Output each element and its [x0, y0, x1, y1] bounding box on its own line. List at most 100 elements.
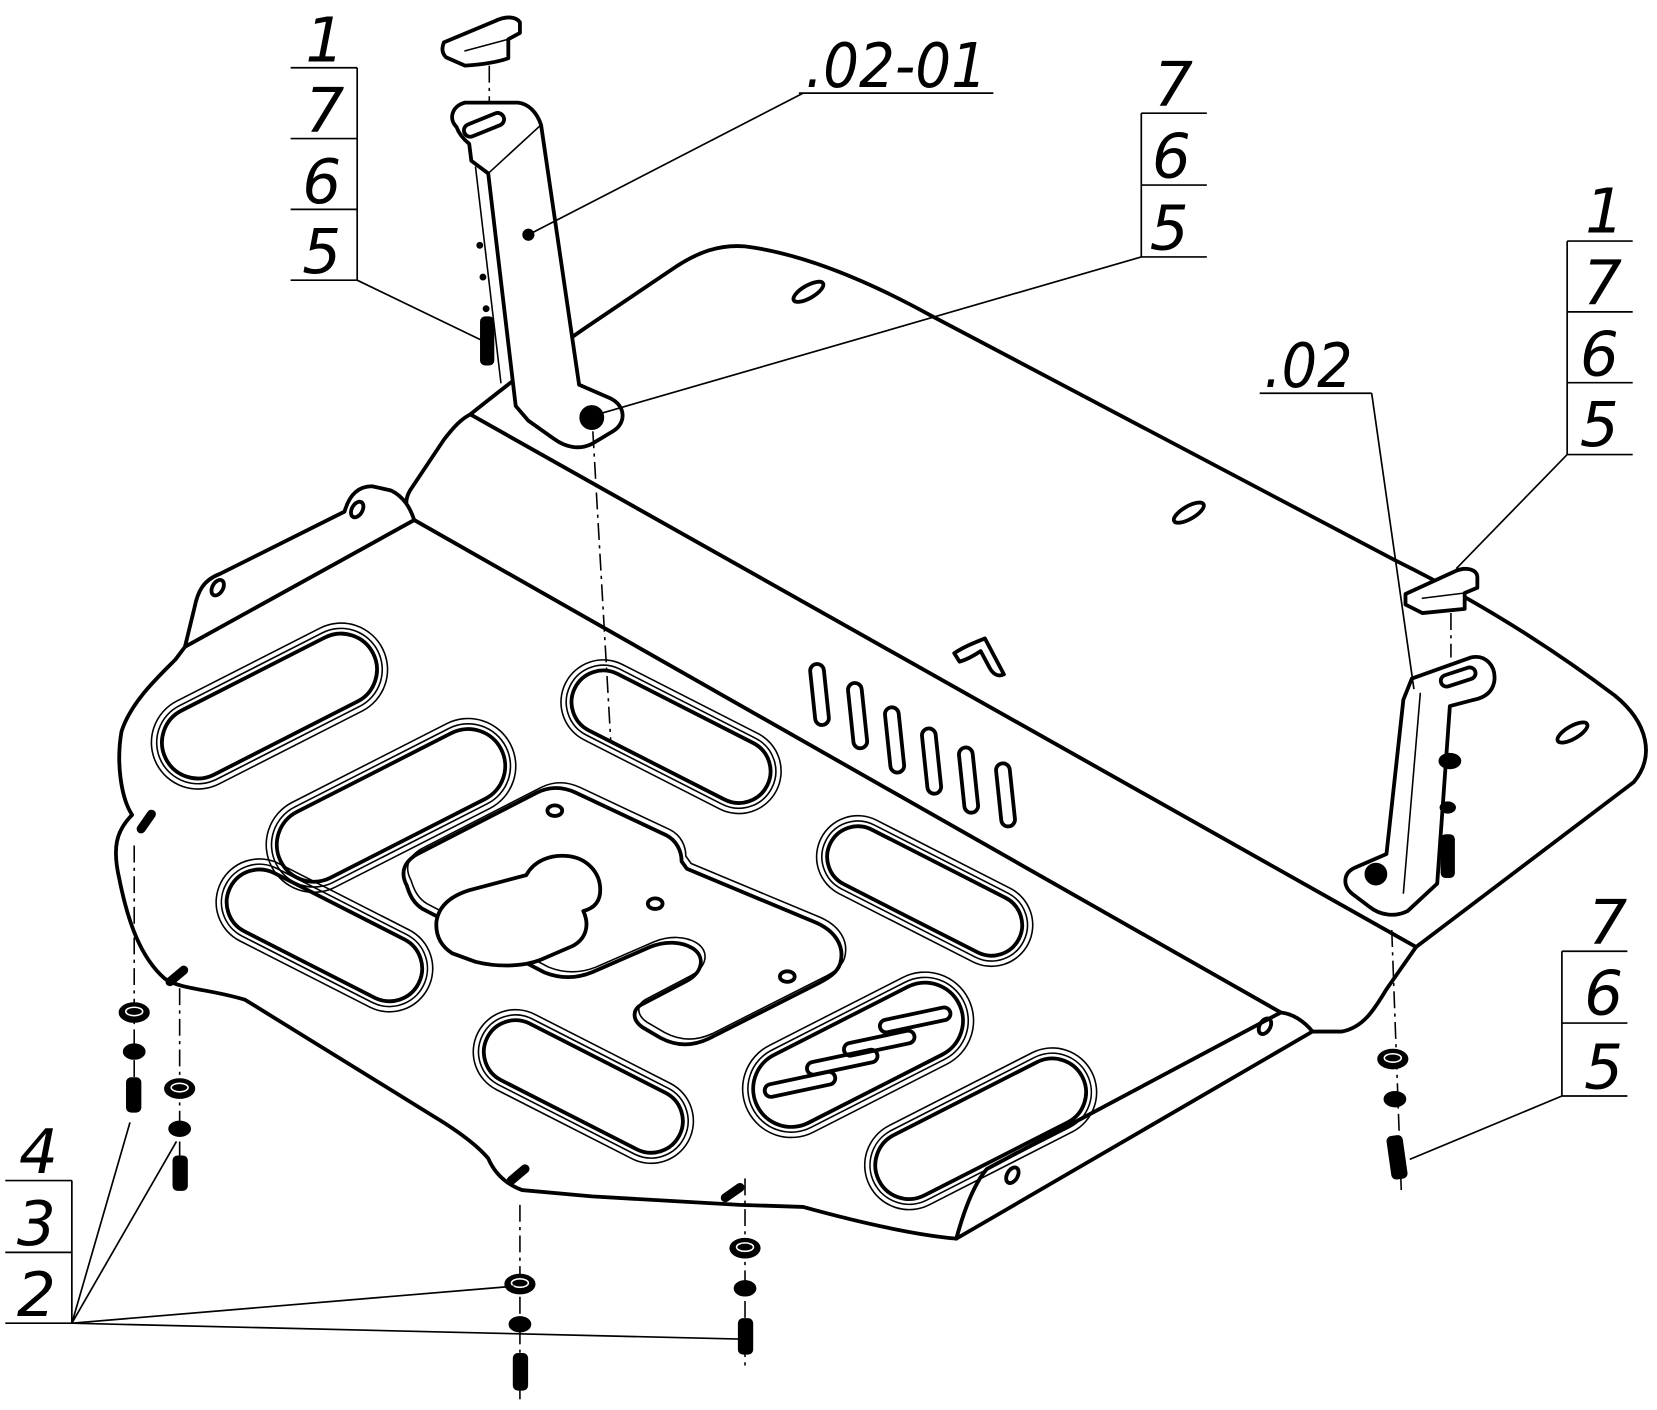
- part-designation: .02: [1264, 331, 1353, 402]
- right-nut-plate-edge: [1421, 592, 1466, 600]
- callout-number: 3: [17, 1189, 56, 1260]
- slot-edge: [751, 980, 965, 1129]
- vent-slot: [883, 705, 907, 775]
- callout-number: 1: [1585, 177, 1624, 248]
- slot-5: [815, 814, 1034, 968]
- center-blob: [434, 853, 603, 968]
- plate-hole: [645, 896, 665, 911]
- slot-rim: [155, 627, 384, 785]
- callout-shelf-lines: [1566, 240, 1633, 456]
- left-bracket-bolt: [480, 316, 495, 366]
- callout-number: 1: [305, 5, 344, 76]
- leader-line: [71, 1122, 131, 1324]
- left-nut-plate: [440, 15, 522, 68]
- right-bracket: [1343, 655, 1497, 917]
- fastener-left-1: [118, 845, 150, 1113]
- left-foot-axis: [592, 431, 612, 743]
- vent-slot: [994, 761, 1017, 829]
- slot-7-drain: [741, 971, 975, 1139]
- callout-number: 5: [302, 217, 341, 288]
- washer: [504, 1273, 536, 1295]
- right-flange-hole: [1256, 1016, 1274, 1036]
- left-bracket-body: [450, 100, 625, 450]
- fastener-left-2: [164, 988, 196, 1191]
- slot-edge: [224, 867, 425, 1004]
- drain-stripes: [762, 1005, 953, 1099]
- left-bracket-slot: [462, 111, 506, 139]
- callout-left-bracket-top: 1 7 6 5: [290, 5, 483, 342]
- vent-slots: [808, 662, 1017, 829]
- callout-right-bracket-bolt: 7 6 5: [1409, 888, 1628, 1161]
- leader-line: [71, 1141, 178, 1324]
- center-cutout: [401, 781, 847, 1047]
- slot-edge: [569, 668, 773, 805]
- washer-highlight: [735, 1242, 755, 1253]
- slot-rim: [863, 1047, 1098, 1211]
- washer-highlight: [1383, 1052, 1403, 1063]
- washer-highlight: [170, 1082, 189, 1093]
- vent-slot: [920, 726, 944, 796]
- left-flange-hole: [209, 578, 226, 598]
- callout-number: 6: [1584, 959, 1623, 1030]
- rear-panel: [468, 244, 1648, 949]
- callout-number: 7: [1154, 50, 1193, 121]
- callout-number: 6: [1580, 319, 1619, 390]
- right-flange: [954, 1010, 1315, 1241]
- part-designation: .02-01: [805, 31, 987, 102]
- callout-shelf-lines: [290, 66, 359, 282]
- slot-rim: [869, 1052, 1093, 1206]
- edge-mount-slot: [506, 1164, 530, 1185]
- slot-rim: [215, 858, 434, 1013]
- washer: [164, 1078, 196, 1099]
- right-bracket-washer: [1438, 752, 1462, 770]
- nut: [733, 1280, 757, 1297]
- slot-rim: [477, 1014, 689, 1159]
- center-cutout-edge: [401, 786, 844, 1047]
- drain-stripe: [805, 1047, 880, 1077]
- plate-hole: [777, 969, 797, 984]
- slot-rim: [741, 971, 975, 1139]
- slot-rim: [472, 1008, 695, 1165]
- washer-highlight: [510, 1278, 530, 1289]
- rear-panel-hole: [1555, 720, 1590, 745]
- callout-number: 7: [1583, 248, 1622, 319]
- left-bracket-edge-line: [487, 124, 542, 175]
- callout-plate-fasteners: 4 3 2: [5, 1117, 740, 1340]
- nut: [122, 1043, 146, 1060]
- washer: [1377, 1048, 1409, 1070]
- leader-line: [1455, 453, 1568, 570]
- drain-stripe: [762, 1069, 838, 1099]
- left-bracket-mark: [479, 273, 487, 281]
- callout-shelf-lines: [1561, 950, 1628, 1097]
- callout-shelf-lines: [1140, 112, 1207, 258]
- drain-stripe: [877, 1005, 953, 1035]
- slot-rim: [565, 664, 777, 810]
- slot-edge: [825, 824, 1025, 958]
- left-bracket-mark: [482, 305, 490, 313]
- callout-number: 5: [1580, 390, 1619, 461]
- callout-right-bracket-top: 1 7 6 5: [1455, 177, 1633, 570]
- slot-edge: [873, 1056, 1088, 1201]
- bolt: [126, 1077, 142, 1113]
- slot-1: [150, 622, 389, 790]
- callout-shelf-lines: [5, 1179, 73, 1325]
- bolt: [1386, 1135, 1408, 1180]
- left-bracket-foot-hole: [579, 405, 605, 430]
- right-bracket-flange-line: [1402, 692, 1422, 894]
- slot-8: [863, 1047, 1098, 1211]
- callout-number: 5: [1584, 1033, 1623, 1104]
- bolt: [172, 1155, 188, 1191]
- plate-hole: [545, 803, 565, 818]
- main-plate: [113, 518, 1283, 1241]
- left-bracket: [450, 100, 625, 450]
- washer-highlight: [124, 1006, 144, 1017]
- leader-line: [527, 92, 804, 236]
- left-bracket-flange-line: [474, 166, 502, 384]
- callout-right-bracket-part: .02: [1259, 331, 1415, 690]
- callout-number: 7: [1588, 888, 1627, 959]
- leader-line: [593, 256, 1142, 417]
- washer: [729, 1237, 761, 1259]
- nut: [168, 1120, 192, 1137]
- vent-slot: [957, 745, 981, 815]
- leader-line: [71, 1322, 740, 1340]
